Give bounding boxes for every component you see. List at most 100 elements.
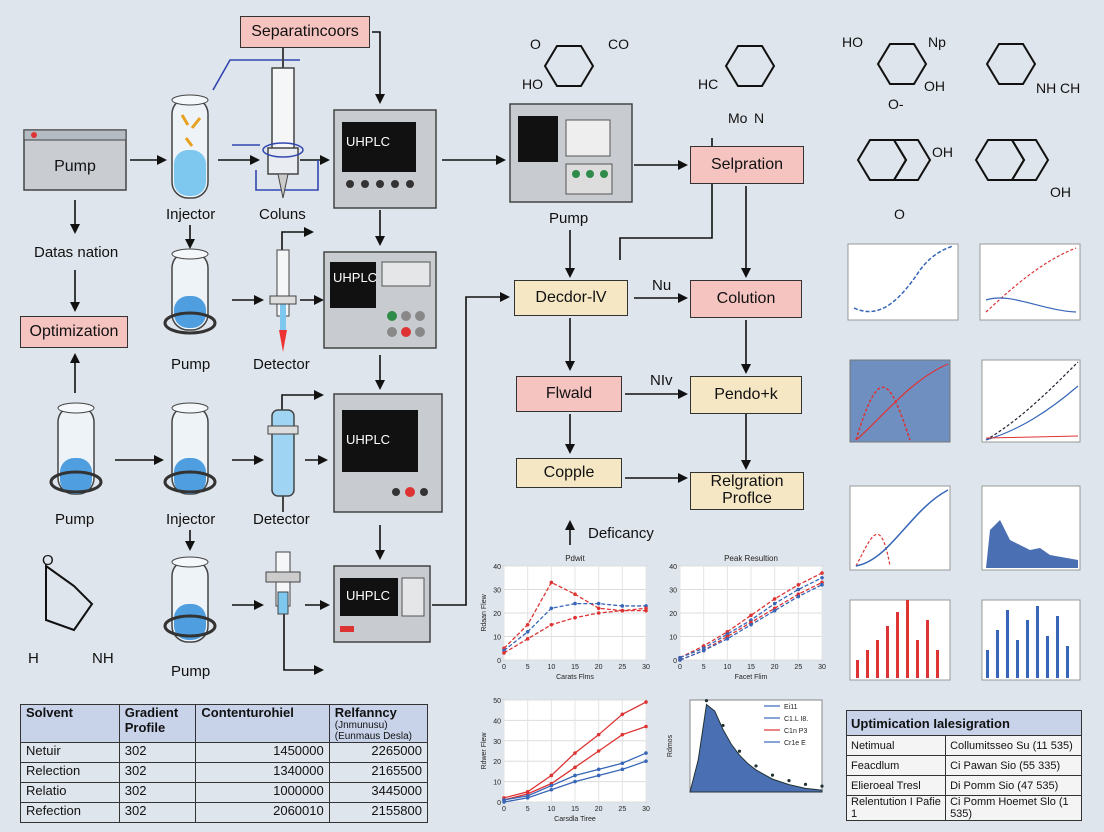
pump-label: Pump (55, 511, 95, 528)
mini-charts (847, 243, 1081, 681)
pump-device-icon (23, 129, 127, 191)
x-tick-label: 30 (818, 664, 826, 671)
data-point (549, 606, 554, 611)
table-cell: Relatio (20, 782, 120, 803)
data-point (725, 637, 730, 641)
pump-instrument-icon (509, 103, 633, 203)
uhplc-instrument-icon (333, 393, 443, 513)
table-cell: 1450000 (195, 742, 330, 763)
table-cell: Netimual (845, 735, 947, 756)
data-point (620, 732, 625, 737)
chem-label: H (28, 650, 39, 667)
data-point (502, 651, 506, 655)
chem-label: CH (1060, 80, 1081, 96)
deficancy-label: Deficancy (588, 525, 654, 542)
detector-icon (265, 551, 301, 615)
uhplc-instrument-icon (333, 565, 431, 643)
data-point (678, 658, 682, 662)
data-point (704, 699, 709, 703)
chem-label: HC (698, 76, 719, 92)
table-header: Contenturohiel (195, 704, 330, 743)
separation-box: Selpration (690, 146, 804, 184)
x-tick-label: 5 (526, 806, 530, 813)
detector-label: Detector (253, 356, 310, 373)
x-tick-label: 20 (771, 664, 779, 671)
chem-label: OH (1050, 184, 1071, 200)
x-tick-label: 0 (678, 664, 682, 671)
x-tick-label: 10 (547, 664, 555, 671)
table-cell: 302 (118, 742, 197, 763)
chart-title: Peak Resultion (724, 554, 778, 563)
uhplc-screen-label: UHPLC (346, 588, 391, 603)
data-point (737, 749, 742, 753)
data-point (772, 608, 777, 613)
table-cell: 2165500 (328, 762, 429, 783)
pump-label: Pump (549, 210, 589, 227)
data-point (644, 751, 648, 755)
data-point (644, 724, 648, 729)
table-cell: Refection (20, 802, 120, 823)
data-point (549, 783, 554, 788)
uhplc-instrument-icon (323, 251, 437, 349)
uhplc-screen-label: UHPLC (346, 432, 391, 447)
nu-label: Nu (652, 277, 672, 294)
pendork-box: Pendo+k (690, 376, 802, 414)
data-point (573, 601, 577, 606)
x-tick-label: 5 (526, 664, 530, 671)
table-cell: 302 (118, 802, 197, 823)
data-point (820, 571, 824, 575)
y-tick-label: 10 (493, 635, 501, 642)
pump-vial-icon (163, 248, 217, 335)
data-point (525, 796, 530, 800)
table-cell: Relentution I Pafie 1 (845, 795, 947, 821)
data-point (549, 622, 554, 627)
x-tick-label: 15 (571, 806, 579, 813)
x-axis-label: Carsdla Tiree (554, 816, 596, 823)
y-tick-label: 10 (669, 635, 677, 642)
x-tick-label: 20 (595, 806, 603, 813)
x-tick-label: 0 (502, 664, 506, 671)
data-point (525, 622, 530, 627)
chem-label: O (894, 206, 905, 222)
table-cell: Di Pomm Sio (47 535) (945, 775, 1082, 796)
pump-vial-icon (49, 402, 103, 495)
table-cell: 3445000 (328, 782, 429, 803)
injector-label: Injector (166, 511, 216, 528)
x-tick-label: 15 (747, 664, 755, 671)
table-cell: 2155800 (328, 802, 429, 823)
x-tick-label: 30 (642, 664, 650, 671)
data-point (620, 608, 625, 613)
x-tick-label: 25 (618, 806, 626, 813)
chem-label: N (754, 110, 765, 126)
column-icon (262, 40, 304, 199)
relgration-line1: Relgration (710, 473, 784, 491)
solvent-table: Solvent Gradient Profile Contenturohiel … (20, 704, 429, 823)
table-cell: 302 (118, 762, 197, 783)
table-cell: Feacdlum (845, 755, 947, 776)
chem-label: O (42, 552, 54, 569)
injector-vial-icon (163, 402, 217, 495)
y-tick-label: 0 (497, 800, 501, 807)
y-tick-label: 20 (493, 611, 501, 618)
pump-label: Pump (171, 356, 211, 373)
data-point (596, 773, 601, 778)
data-point (620, 767, 625, 772)
data-point (502, 800, 506, 804)
data-point (596, 749, 601, 753)
pump-box: Pump (54, 157, 96, 175)
x-axis-label: Carats Flms (556, 674, 594, 681)
data-point (620, 761, 625, 766)
x-tick-label: 0 (502, 806, 506, 813)
detector-label: Detector (253, 511, 310, 528)
data-point (820, 575, 824, 580)
data-point (573, 773, 577, 778)
chem-label: Np (928, 34, 946, 50)
